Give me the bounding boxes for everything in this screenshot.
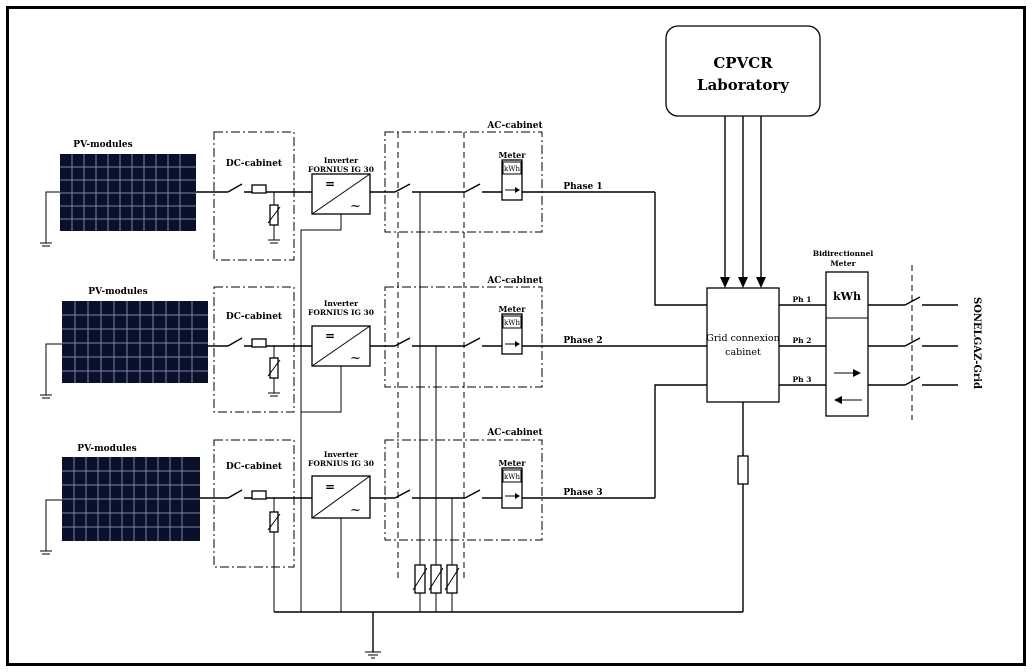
- meter-unit-2: kWh: [504, 319, 520, 327]
- meter-label-1: Meter: [499, 150, 527, 160]
- dc-cabinet-label-3: DC-cabinet: [226, 462, 283, 472]
- meter-unit-1: kWh: [504, 165, 520, 173]
- ph1-label: Ph 1: [793, 295, 812, 304]
- pv-modules-label-1: PV-modules: [73, 140, 132, 150]
- laboratory-subtitle: Laboratory: [697, 76, 790, 94]
- ph3-label: Ph 3: [793, 375, 812, 384]
- pv-panel-1: [60, 154, 196, 231]
- inverter-label-3b: FORNIUS IG 30: [308, 459, 374, 468]
- branch-2: PV-modules DC-cabinet Inverte: [40, 276, 707, 413]
- bidir-meter-label-1: Bidirectionnel: [813, 249, 874, 258]
- ph2-label: Ph 2: [793, 336, 812, 345]
- dc-cabinet-label-2: DC-cabinet: [226, 312, 283, 322]
- pv-panel-3: [62, 457, 200, 541]
- inverter-label-1a: Inverter: [324, 156, 359, 165]
- meter-unit-3: kWh: [504, 473, 520, 481]
- ac-cabinet-label-1: AC-cabinet: [486, 121, 543, 131]
- inverter-ac-symbol-2: ~: [350, 351, 361, 366]
- inverter-label-2a: Inverter: [324, 299, 359, 308]
- bidirectional-meter: Bidirectionnel Meter kWh: [813, 249, 958, 420]
- inverter-ac-symbol-3: ~: [350, 503, 361, 518]
- ac-cabinet-label-2: AC-cabinet: [486, 276, 543, 286]
- pv-modules-label-2: PV-modules: [88, 287, 147, 297]
- inverter-label-1b: FORNIUS IG 30: [308, 165, 374, 174]
- pv-panel-2: [62, 301, 208, 383]
- dc-cabinet-label-1: DC-cabinet: [226, 159, 283, 169]
- grid-connexion-cabinet: Grid connexion cabinet Ph 1 Ph 2 Ph 3: [706, 287, 826, 403]
- inverter-ac-symbol-1: ~: [350, 199, 361, 214]
- grid-cabinet-label-2: cabinet: [725, 347, 761, 358]
- inverter-label-3a: Inverter: [324, 450, 359, 459]
- grid-cabinet-label-1: Grid connexion: [706, 333, 779, 344]
- laboratory-title: CPVCR: [713, 54, 773, 72]
- inverter-label-2b: FORNIUS IG 30: [308, 308, 374, 317]
- phase-label-1: Phase 1: [563, 182, 602, 192]
- inverter-dc-symbol-3: =: [325, 480, 335, 494]
- branch-3: PV-modules DC-cabinet Inverter: [40, 384, 707, 612]
- pv-modules-label-3: PV-modules: [77, 444, 136, 454]
- meter-3: [501, 467, 523, 509]
- branch-1: PV-modules DC-cabinet: [40, 121, 707, 306]
- inverter-dc-symbol-2: =: [325, 329, 335, 343]
- grid-name-label: SONELGAZ-Grid: [971, 297, 982, 389]
- meter-label-2: Meter: [499, 304, 527, 314]
- phase-label-3: Phase 3: [563, 488, 602, 498]
- phase-label-2: Phase 2: [563, 336, 602, 346]
- common-wiring: [274, 132, 749, 659]
- bidir-meter-unit: kWh: [833, 290, 861, 303]
- meter-label-3: Meter: [499, 458, 527, 468]
- bidir-meter-label-2: Meter: [830, 259, 856, 268]
- ac-cabinet-label-3: AC-cabinet: [486, 428, 543, 438]
- laboratory-block: CPVCR Laboratory: [665, 25, 821, 288]
- inverter-dc-symbol-1: =: [325, 177, 335, 191]
